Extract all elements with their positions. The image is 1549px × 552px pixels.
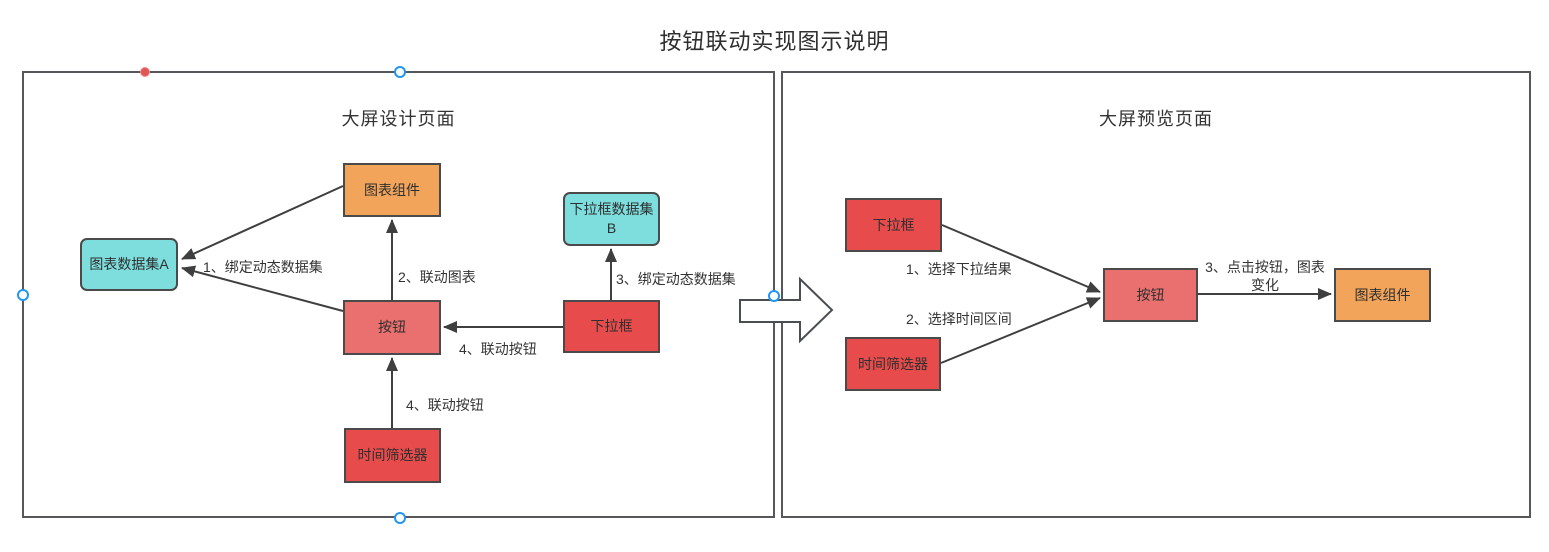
edge-label-bind-dataset-a: 1、绑定动态数据集 <box>203 259 323 275</box>
edge-label-select-time: 2、选择时间区间 <box>906 311 1012 327</box>
node-chart-component-preview[interactable]: 图表组件 <box>1334 268 1431 322</box>
node-chart-dataset-a[interactable]: 图表数据集A <box>80 238 178 291</box>
node-button-preview[interactable]: 按钮 <box>1103 268 1198 322</box>
edge-label-select-dropdown: 1、选择下拉结果 <box>906 261 1012 277</box>
node-dropdown[interactable]: 下拉框 <box>563 300 660 353</box>
preview-page-title: 大屏预览页面 <box>1099 109 1213 129</box>
edge-label-link-button-time: 4、联动按钮 <box>406 397 484 413</box>
node-dropdown-dataset-b[interactable]: 下拉框数据集B <box>563 192 660 246</box>
edge-label-click-button: 3、点击按钮，图表变化 <box>1205 259 1325 293</box>
edge-label-bind-dataset-b: 3、绑定动态数据集 <box>616 271 736 287</box>
node-button[interactable]: 按钮 <box>343 300 441 355</box>
node-chart-component[interactable]: 图表组件 <box>343 163 441 217</box>
node-time-filter[interactable]: 时间筛选器 <box>344 428 441 483</box>
edge-label-link-chart: 2、联动图表 <box>398 269 476 285</box>
node-dropdown-preview[interactable]: 下拉框 <box>845 198 942 252</box>
edge-label-link-button-dropdown: 4、联动按钮 <box>459 341 537 357</box>
design-page-title: 大屏设计页面 <box>341 109 456 129</box>
diagram-title: 按钮联动实现图示说明 <box>659 29 890 54</box>
node-time-filter-preview[interactable]: 时间筛选器 <box>845 337 941 391</box>
